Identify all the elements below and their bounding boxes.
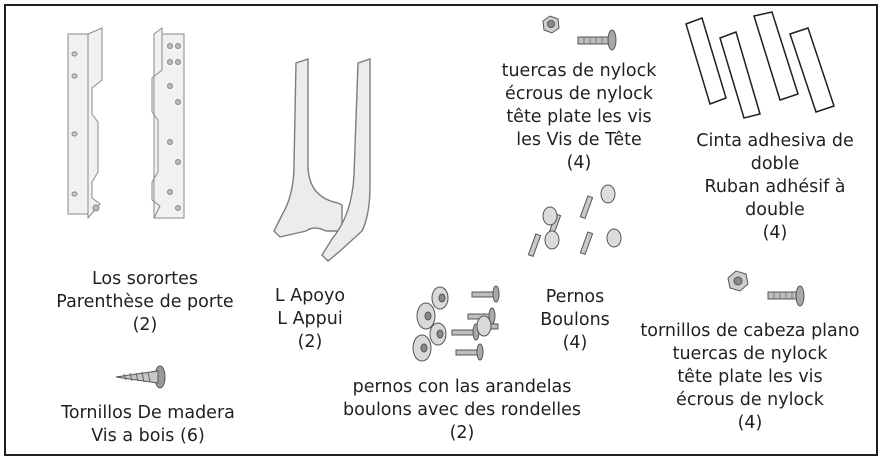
tape-strip-1 (685, 17, 727, 105)
tape-line-2: doble (750, 154, 800, 174)
flat-screws-label: tornillos de cabeza plano tuercas de nyl… (628, 320, 872, 435)
nylock-top-line-3: tête plate les vis (506, 107, 652, 127)
bolts-label: Pernos Boulons (4) (525, 286, 625, 355)
nylock-nut-screw-illustration-top (542, 15, 617, 51)
tape-line-3: Ruban adhésif à (704, 177, 846, 197)
nylock-top-line-2: écrous de nylock (505, 84, 653, 104)
nylock-top-line-1: tuercas de nylock (501, 61, 657, 81)
tape-strip-2 (719, 31, 761, 119)
door-bracket-qty: (2) (132, 315, 158, 335)
tape-strip-4 (789, 27, 835, 113)
door-bracket-left (67, 27, 103, 220)
nylock-top-qty: (4) (566, 153, 592, 173)
l-support-left (273, 58, 343, 238)
bolts-illustration (527, 184, 622, 258)
bolts-label-fr: Boulons (540, 310, 610, 330)
bolts-washers-label: pernos con las arandelas boulons avec de… (318, 376, 606, 445)
bolts-washers-label-fr: boulons avec des rondelles (343, 400, 581, 420)
nylock-top-label: tuercas de nylock écrous de nylock tête … (474, 60, 684, 175)
bolts-label-es: Pernos (545, 287, 605, 307)
flat-screws-line-1: tornillos de cabeza plano (640, 321, 860, 341)
tape-line-4: double (745, 200, 805, 220)
bolts-washers-label-es: pernos con las arandelas (352, 377, 572, 397)
flat-screw-head (607, 29, 617, 51)
door-bracket-illustration (67, 27, 185, 220)
tape-strip-3 (753, 11, 799, 101)
bolts-washers-qty: (2) (449, 423, 475, 443)
door-bracket-right (151, 27, 185, 219)
tape-label: Cinta adhesiva de doble Ruban adhésif à … (675, 130, 875, 245)
door-bracket-label-fr: Parenthèse de porte (56, 292, 234, 312)
l-support-right (321, 58, 371, 262)
wood-screw-illustration (115, 365, 166, 389)
l-support-illustration (273, 58, 371, 262)
bolts-qty: (4) (562, 333, 588, 353)
nylock-top-line-4: les Vis de Tête (516, 130, 642, 150)
l-support-label-fr: L Appui (277, 309, 343, 329)
flat-screws-qty: (4) (737, 413, 763, 433)
door-bracket-label: Los sorortes Parenthèse de porte (2) (35, 268, 255, 337)
door-bracket-label-es: Los sorortes (91, 269, 199, 289)
l-support-qty: (2) (297, 332, 323, 352)
flat-screws-line-2: tuercas de nylock (672, 344, 828, 364)
tape-qty: (4) (762, 223, 788, 243)
bolts-with-washers-illustration (412, 285, 500, 362)
tape-strips-illustration (685, 11, 835, 119)
tape-line-1: Cinta adhesiva de (696, 131, 854, 151)
flat-screws-line-4: écrous de nylock (676, 390, 824, 410)
flat-screws-line-3: tête plate les vis (677, 367, 823, 387)
nylock-nut-screw-illustration-bottom (727, 270, 805, 307)
diagram-frame (4, 4, 878, 456)
l-support-label-es: L Apoyo (274, 286, 346, 306)
l-support-label: L Apoyo L Appui (2) (262, 285, 358, 354)
wood-screws-label-es: Tornillos De madera (61, 403, 235, 423)
wood-screws-label: Tornillos De madera Vis a bois (6) (38, 402, 258, 448)
wood-screws-label-fr: Vis a bois (6) (91, 426, 205, 446)
